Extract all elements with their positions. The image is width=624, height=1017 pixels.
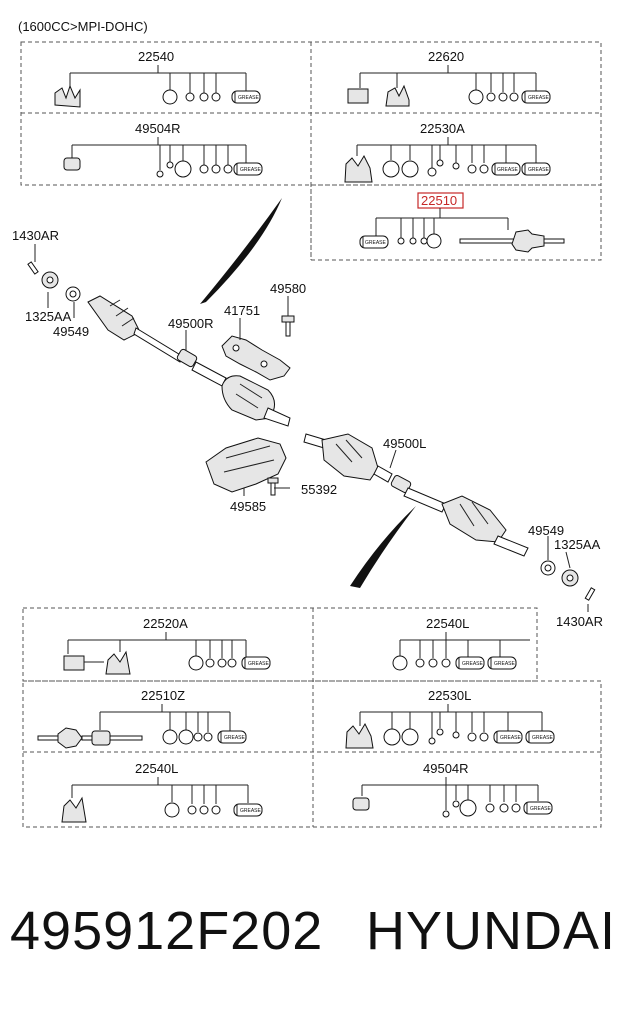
label-49580: 49580 <box>270 281 306 296</box>
kit-22620[interactable]: 22620 GREASE <box>347 49 551 107</box>
svg-text:GREASE: GREASE <box>532 735 554 741</box>
label-55392: 55392 <box>301 482 337 497</box>
kit-code: 22520A <box>143 616 188 631</box>
kit-22530A[interactable]: 22530A GREASE GREASE <box>344 121 551 183</box>
svg-text:GREASE: GREASE <box>248 661 270 667</box>
svg-text:GREASE: GREASE <box>240 167 262 173</box>
part-number: 495912F202 <box>10 901 324 961</box>
svg-text:GREASE: GREASE <box>365 240 387 246</box>
label-1325AA-right: 1325AA <box>554 537 601 552</box>
shaft-49500R[interactable] <box>87 295 291 427</box>
bolt-49580[interactable] <box>281 315 295 337</box>
drive-shaft-assembly: 1430AR 1325AA 49549 49500R 41751 49580 4… <box>12 198 603 629</box>
bottom-kit-grid <box>22 607 602 828</box>
kit-49504R[interactable]: 49504R GREASE <box>63 121 263 178</box>
heat-shield-49585[interactable] <box>205 437 287 493</box>
kit-code: 22530L <box>428 688 471 703</box>
kit-22520A[interactable]: 22520A GREASE <box>63 616 271 675</box>
svg-text:GREASE: GREASE <box>528 95 550 101</box>
kit-code: 22540 <box>138 49 174 64</box>
kit-code: 22510Z <box>141 688 185 703</box>
top-kit-grid <box>20 41 602 261</box>
svg-text:GREASE: GREASE <box>240 808 262 814</box>
kit-22530L[interactable]: 22530L GREASE GREASE <box>345 688 555 749</box>
kit-code: 22530A <box>420 121 465 136</box>
svg-text:GREASE: GREASE <box>528 167 550 173</box>
label-1430AR-left: 1430AR <box>12 228 59 243</box>
kit-22540L-a[interactable]: 22540L GREASE GREASE <box>392 616 530 671</box>
label-49500L: 49500L <box>383 436 426 451</box>
kit-code: 49504R <box>135 121 181 136</box>
kit-22510[interactable]: 22510 GREASE <box>359 192 565 253</box>
kit-code: 22540L <box>135 761 178 776</box>
kit-code: 22540L <box>426 616 469 631</box>
svg-text:GREASE: GREASE <box>494 661 516 667</box>
label-49500R: 49500R <box>168 316 214 331</box>
kit-22540L-b[interactable]: 22540L GREASE <box>61 761 263 823</box>
kit-49504R-b[interactable]: 49504R GREASE <box>352 761 553 818</box>
brand-name: HYUNDAI <box>366 901 617 961</box>
kit-code: 49504R <box>423 761 469 776</box>
svg-text:GREASE: GREASE <box>497 167 519 173</box>
kit-22540[interactable]: 22540 GREASE <box>54 49 261 108</box>
svg-text:GREASE: GREASE <box>530 806 552 812</box>
label-49549-left: 49549 <box>53 324 89 339</box>
svg-text:GREASE: GREASE <box>500 735 522 741</box>
parts-diagram: (1600CC>MPI-DOHC) 22540 GREASE 22620 GRE… <box>12 19 603 828</box>
shaft-49500L[interactable] <box>303 433 529 557</box>
label-41751: 41751 <box>224 303 260 318</box>
bolt-55392[interactable] <box>267 477 279 496</box>
svg-text:GREASE: GREASE <box>462 661 484 667</box>
label-1325AA-left: 1325AA <box>25 309 72 324</box>
divider-wedge-lower <box>350 506 416 588</box>
kit-code: 22510 <box>421 193 457 208</box>
label-1430AR-right: 1430AR <box>556 614 603 629</box>
bracket-41751[interactable] <box>221 335 291 381</box>
engine-spec: (1600CC>MPI-DOHC) <box>18 19 148 34</box>
svg-text:GREASE: GREASE <box>224 735 246 741</box>
label-49585: 49585 <box>230 499 266 514</box>
kit-22510Z[interactable]: 22510Z GREASE <box>37 688 247 749</box>
label-49549-right: 49549 <box>528 523 564 538</box>
kit-code: 22620 <box>428 49 464 64</box>
svg-text:GREASE: GREASE <box>238 95 260 101</box>
